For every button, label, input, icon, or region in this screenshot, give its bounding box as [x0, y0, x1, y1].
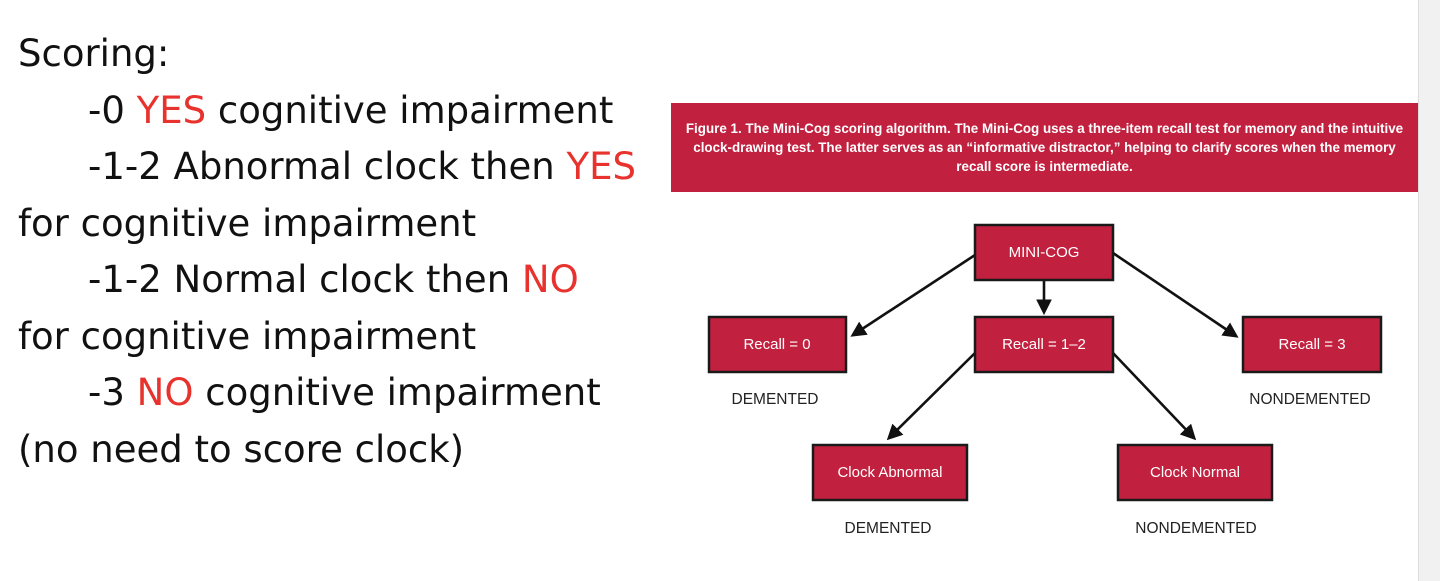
scoring-line-normal: -1-2 Normal clock then NO	[18, 252, 668, 309]
node-label: MINI-COG	[1009, 244, 1080, 261]
node-recall-3: Recall = 3	[1241, 315, 1383, 374]
edge-recall12-abnormal	[886, 352, 976, 441]
yes-highlight: YES	[566, 145, 636, 188]
scoring-heading: Scoring:	[18, 32, 170, 75]
scoring-line-normal-cont: for cognitive impairment	[18, 314, 477, 358]
outcome-nondemented-recall3: NONDEMENTED	[1249, 391, 1370, 408]
scoring-text: Scoring: -0 YES cognitive impairment -1-…	[18, 26, 668, 478]
line-prefix: -0	[88, 88, 137, 132]
line-prefix: -3	[88, 371, 137, 414]
node-recall-0: Recall = 0	[707, 315, 848, 374]
node-clock-normal: Clock Normal	[1116, 443, 1274, 502]
node-clock-abnormal: Clock Abnormal	[811, 443, 969, 502]
line-suffix: cognitive impairment	[193, 371, 601, 414]
node-label: Recall = 3	[1278, 336, 1345, 353]
no-highlight: NO	[136, 371, 194, 414]
node-label: Clock Abnormal	[837, 464, 942, 481]
figure-caption: Figure 1. The Mini-Cog scoring algorithm…	[671, 103, 1418, 192]
outcome-demented-recall0: DEMENTED	[732, 391, 819, 408]
scoring-line-abnormal-cont: for cognitive impairment	[18, 201, 477, 245]
no-highlight: NO	[521, 258, 579, 301]
scoring-line-3: -3 NO cognitive impairment	[18, 365, 668, 422]
line-prefix: -1-2 Normal clock then	[88, 258, 522, 301]
edge-root-recall0	[850, 253, 976, 337]
scoring-line-0: -0 YES cognitive impairment	[18, 83, 668, 140]
page-edge	[1418, 0, 1440, 581]
outcome-demented-clock: DEMENTED	[845, 520, 932, 537]
edge-recall12-normal	[1112, 352, 1197, 441]
scoring-line-abnormal: -1-2 Abnormal clock then YES	[18, 139, 668, 196]
line-prefix: -1-2 Abnormal clock then	[88, 145, 567, 188]
node-recall-1-2: Recall = 1–2	[973, 315, 1115, 374]
line-suffix: cognitive impairment	[206, 88, 614, 132]
yes-highlight: YES	[136, 88, 207, 132]
edge-root-recall3	[1112, 251, 1239, 338]
outcome-nondemented-clock: NONDEMENTED	[1135, 520, 1256, 537]
node-label: Clock Normal	[1150, 464, 1240, 481]
node-label: Recall = 0	[743, 336, 810, 353]
node-mini-cog: MINI-COG	[973, 223, 1115, 282]
node-label: Recall = 1–2	[1002, 336, 1086, 353]
scoring-line-3-cont: (no need to score clock)	[18, 427, 465, 471]
